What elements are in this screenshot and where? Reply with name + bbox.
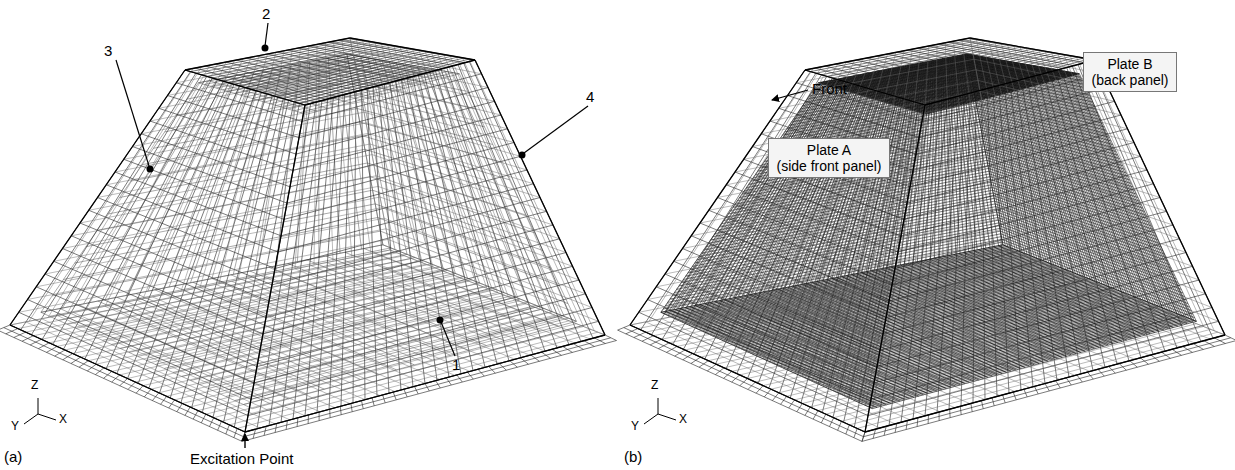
leader-line [265, 23, 268, 46]
plate-label-text: Plate B [1091, 56, 1169, 72]
callout-number: 2 [262, 5, 270, 22]
frame-edge [805, 70, 925, 105]
leader-line [116, 60, 149, 166]
mesh-face [630, 250, 1225, 432]
axis-label: X [679, 413, 687, 426]
mesh-b [618, 38, 1235, 441]
frame-edge [10, 325, 245, 432]
mesh-face [185, 38, 475, 105]
mesh-face [862, 335, 1235, 441]
mesh-face [10, 250, 605, 432]
axis-triad [644, 398, 676, 424]
plate-label-text: (back panel) [1091, 72, 1169, 88]
frame-edge [245, 105, 305, 432]
frame-edge [805, 38, 970, 70]
plate-label-text: (side front panel) [776, 158, 882, 174]
frame-edge [865, 335, 1225, 432]
frame-edge [970, 38, 1095, 60]
axis-label: Y [11, 420, 19, 433]
point-dot [437, 317, 444, 324]
mesh-face [661, 83, 927, 409]
frame-edge [10, 70, 185, 325]
panel-letter: (a) [4, 448, 22, 465]
axis-triad [24, 398, 56, 424]
axis-label: Z [31, 379, 38, 392]
axis-label: X [59, 413, 67, 426]
frame-edge [350, 38, 475, 60]
excitation-arrow [244, 434, 245, 448]
frame-edge [1095, 60, 1225, 335]
axis-label: Z [651, 379, 658, 392]
frame-edge [630, 70, 805, 325]
point-dot [147, 166, 154, 173]
axis-label: Y [631, 420, 639, 433]
mesh-a [0, 38, 617, 441]
callout-number: 4 [586, 88, 594, 105]
frame-edge [475, 60, 605, 335]
leader-line [441, 322, 455, 356]
frame-edge [630, 325, 865, 432]
plate-label-box: Plate B(back panel) [1083, 52, 1177, 92]
callout-number: 1 [452, 356, 460, 373]
front-arrow [772, 90, 808, 100]
frame-edge [245, 335, 605, 432]
plate-label-box: Plate A(side front panel) [768, 138, 890, 178]
frame-edge [185, 70, 305, 105]
frame-edge [305, 60, 475, 105]
annotations [24, 23, 808, 448]
callout-number: 3 [104, 42, 112, 59]
frame-edge [925, 60, 1095, 105]
leader-line [524, 106, 588, 153]
mesh-face [630, 38, 1010, 325]
plate-label-text: Plate A [776, 142, 882, 158]
point-dot [519, 152, 526, 159]
panel-letter: (b) [624, 448, 642, 465]
frame-edge [185, 38, 350, 70]
mesh-face [10, 38, 390, 325]
mesh-face [242, 335, 616, 441]
annotation-text: Excitation Point [190, 450, 293, 467]
mesh-face [805, 38, 1095, 105]
point-dot [262, 45, 269, 52]
annotation-text: Front [812, 80, 847, 97]
